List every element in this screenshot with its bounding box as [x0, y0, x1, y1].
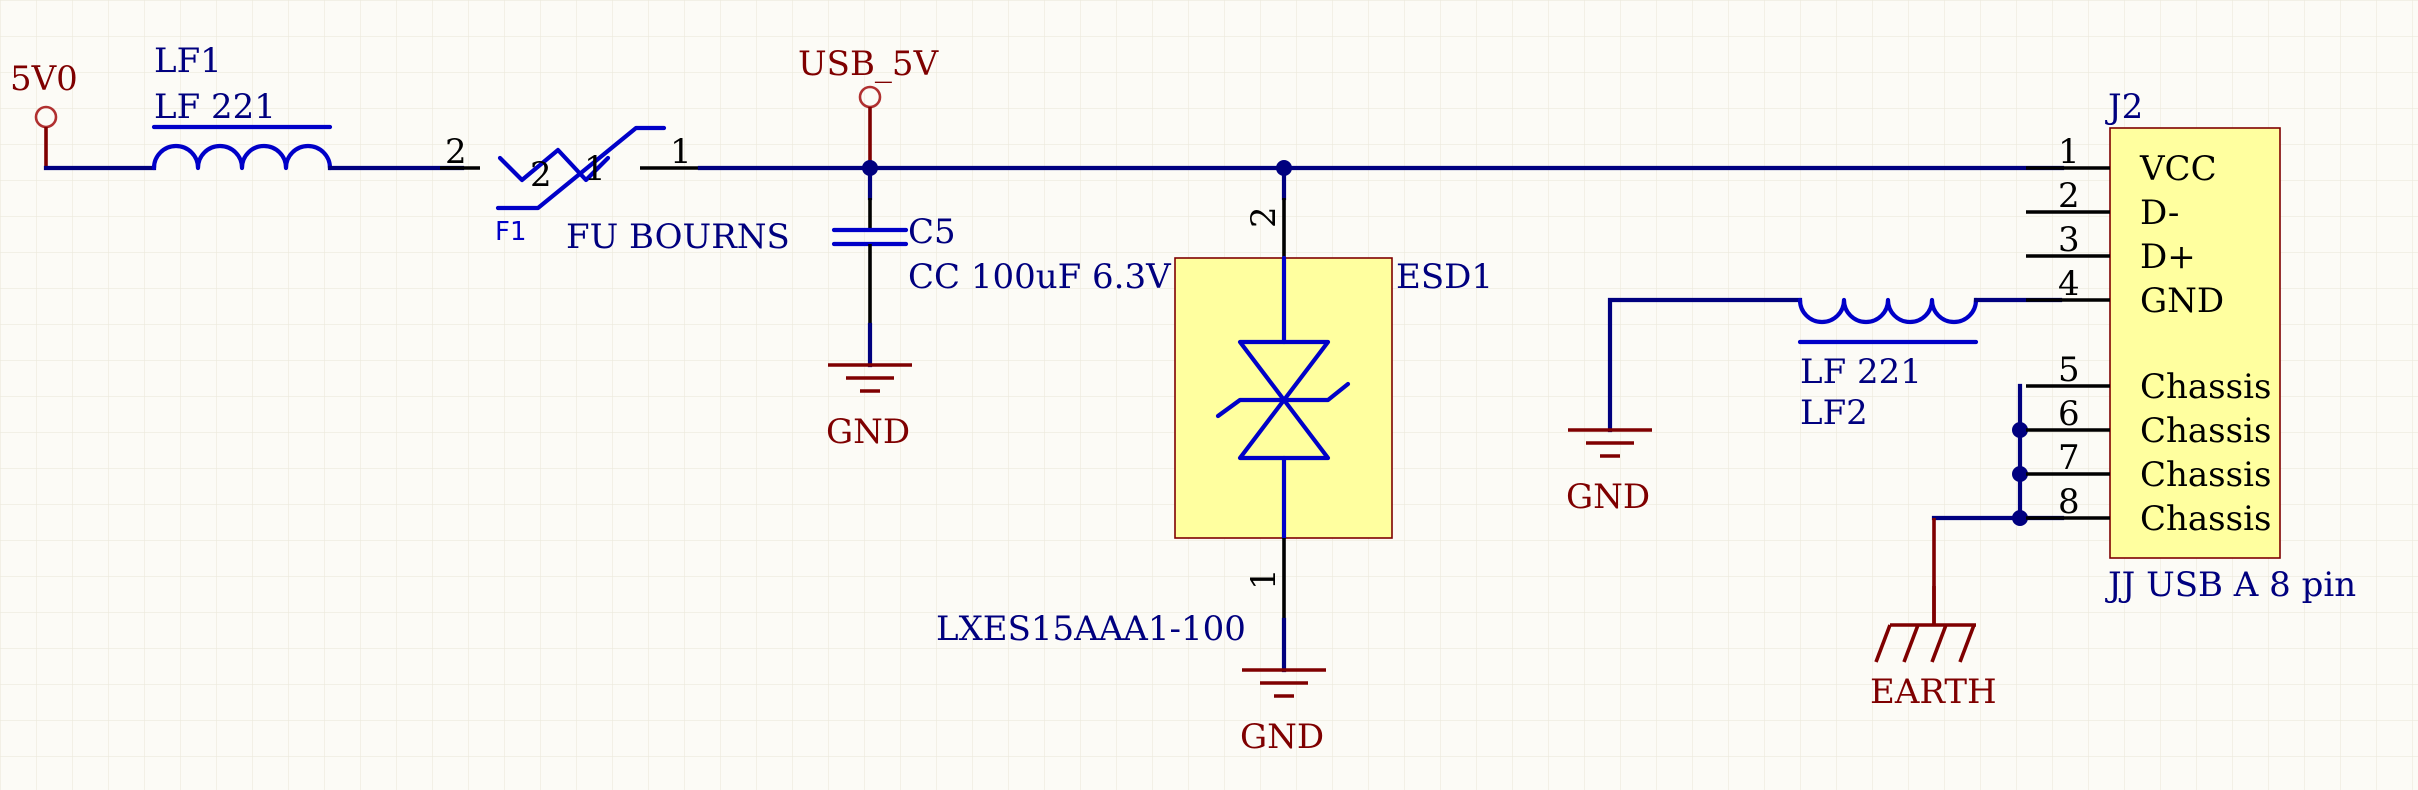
f1-pin-1: 1 — [584, 149, 606, 189]
j2-pin-number: 1 — [2058, 132, 2080, 172]
j2-ref: J2 — [2105, 87, 2143, 127]
fuse-f1[interactable]: 2 1 2 1 F1 FU BOURNS — [440, 125, 790, 257]
lf2-value: LF 221 — [1800, 352, 1922, 392]
j2-pin-number: 2 — [2058, 176, 2080, 216]
j2-pin-8[interactable]: 8 Chassis — [2026, 482, 2271, 539]
ground-symbol-esd1[interactable]: GND — [1240, 668, 1326, 757]
net-label-usb-5v: USB_5V — [798, 44, 940, 84]
j2-pin-name: Chassis — [2140, 455, 2271, 495]
f1-value: FU BOURNS — [566, 217, 790, 257]
f1-pin-2: 2 — [530, 155, 552, 195]
net-label-earth: EARTH — [1870, 672, 1997, 712]
junction-chassis-6 — [2012, 422, 2028, 438]
earth-symbol[interactable]: EARTH — [1870, 586, 1997, 712]
j2-pin-5[interactable]: 5 Chassis — [2026, 350, 2271, 407]
j2-pin-3[interactable]: 3 D+ — [2026, 220, 2196, 277]
esd1-ref: ESD1 — [1396, 257, 1493, 297]
j2-pin-name: D+ — [2140, 237, 2196, 277]
c5-value: CC 100uF 6.3V — [908, 257, 1172, 297]
net-label-gnd-esd1: GND — [1240, 717, 1324, 757]
j2-pin-name: Chassis — [2140, 367, 2271, 407]
j2-pin-number: 3 — [2058, 220, 2080, 260]
j2-pin-name: GND — [2140, 281, 2224, 321]
lf1-value: LF 221 — [154, 87, 276, 127]
f1-outer-pin-2: 2 — [445, 132, 467, 172]
j2-value: JJ USB A 8 pin — [2105, 565, 2356, 605]
j2-pin-number: 6 — [2058, 394, 2080, 434]
esd1-value: LXES15AAA1-100 — [936, 609, 1246, 649]
inductor-lf1[interactable]: LF1 LF 221 — [151, 41, 333, 171]
j2-body — [2109, 127, 2281, 559]
j2-pin-name: Chassis — [2140, 499, 2271, 539]
ground-symbol-c5[interactable]: GND — [826, 363, 912, 452]
c5-ref: C5 — [908, 212, 956, 252]
net-label-gnd-lf2: GND — [1566, 477, 1650, 517]
inductor-lf2[interactable]: LF 221 LF2 — [1797, 297, 2063, 433]
esd1-pin-bottom: 1 — [1244, 568, 1284, 590]
j2-pin-4[interactable]: 4 GND — [2026, 264, 2224, 321]
j2-pin-number: 8 — [2058, 482, 2080, 522]
j2-pin-2[interactable]: 2 D- — [2026, 176, 2179, 233]
f1-outer-pin-1: 1 — [670, 132, 692, 172]
j2-pin-6[interactable]: 6 Chassis — [2026, 394, 2271, 451]
wire-lf2-ground[interactable] — [1607, 297, 1803, 433]
lf1-ref: LF1 — [154, 41, 222, 81]
ground-symbol-lf2[interactable]: GND — [1566, 428, 1652, 517]
lf2-ref: LF2 — [1800, 393, 1868, 433]
j2-pin-1[interactable]: 1 VCC — [2026, 132, 2217, 189]
j2-pin-name: D- — [2140, 193, 2179, 233]
net-label-gnd-c5: GND — [826, 412, 910, 452]
junction-chassis-7 — [2012, 466, 2028, 482]
j2-pin-number: 7 — [2058, 438, 2080, 478]
j2-pin-name: Chassis — [2140, 411, 2271, 451]
tvs-diode-esd1[interactable]: 2 1 ESD1 LXES15AAA1-100 — [936, 165, 1493, 673]
net-label-5v0: 5V0 — [10, 59, 78, 99]
junction-chassis-8 — [2012, 510, 2028, 526]
f1-ref: F1 — [495, 217, 527, 247]
esd1-pin-top: 2 — [1244, 206, 1284, 228]
capacitor-c5[interactable]: C5 CC 100uF 6.3V — [831, 165, 1172, 368]
j2-pin-number: 5 — [2058, 350, 2080, 390]
j2-pin-name: VCC — [2139, 149, 2217, 189]
j2-pin-7[interactable]: 7 Chassis — [2026, 438, 2271, 495]
j2-pin-number: 4 — [2058, 264, 2080, 304]
power-port-5v0[interactable]: 5V0 — [10, 59, 78, 168]
power-port-usb-5v[interactable]: USB_5V — [798, 44, 940, 168]
